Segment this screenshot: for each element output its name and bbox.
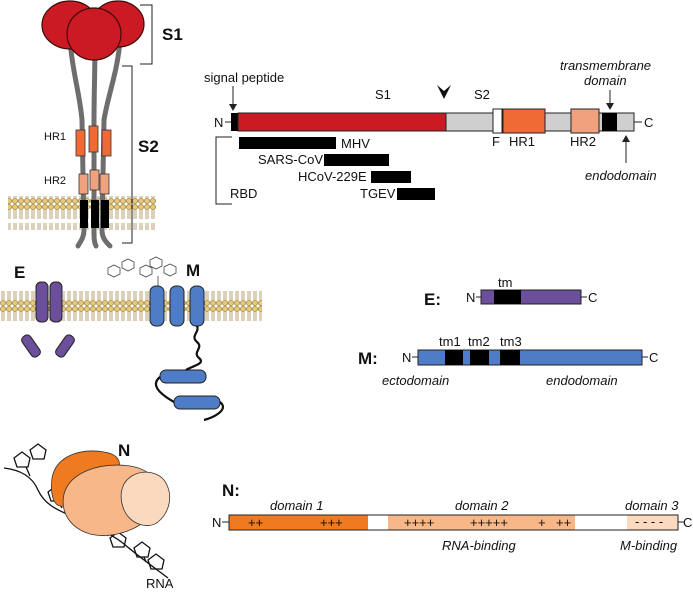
spike-hr1-helices	[75, 125, 112, 157]
cleavage-site-arrowhead	[437, 85, 451, 99]
m-diagram-label: M:	[358, 349, 378, 368]
m-glycans	[107, 256, 177, 286]
n-c-terminus: C	[683, 515, 692, 530]
rna-label: RNA	[146, 576, 174, 591]
spike-endodomain-label: endodomain	[585, 168, 657, 183]
m-n-terminus: N	[402, 350, 411, 365]
m-tm2-block	[470, 350, 489, 365]
spike-diagram-s2-label: S2	[474, 87, 490, 102]
n-charges-d2c: +	[538, 515, 546, 530]
m-endodomain-label: endodomain	[546, 373, 618, 388]
spike-signal-peptide-block	[231, 113, 238, 131]
n-domain2-block	[388, 515, 575, 530]
rbd-bracket	[215, 136, 232, 205]
spike-hr2-domain	[570, 108, 600, 134]
n-charges-d1a: ++	[248, 515, 263, 530]
spike-signal-peptide-label: signal peptide	[204, 70, 284, 85]
n-charges-d3: - - - -	[635, 514, 663, 529]
spike-stalk	[67, 37, 123, 249]
n-domain1-label: domain 1	[270, 498, 323, 513]
rbd-mhv-bar	[239, 137, 336, 149]
m-protein-coil	[154, 325, 224, 422]
m-tm1-block	[445, 350, 463, 365]
n-domain3-block	[627, 515, 678, 530]
n-protein-structure	[51, 450, 171, 536]
m-tm3-label: tm3	[500, 334, 522, 349]
m-protein-label: M	[186, 261, 200, 280]
spike-tm-domain	[602, 113, 617, 131]
spike-tm-segments	[80, 200, 109, 228]
e-c-terminus: C	[588, 290, 597, 305]
n-domain2-label: domain 2	[455, 498, 509, 513]
n-n-terminus: N	[212, 515, 221, 530]
spike-domain-diagram: N C signal peptide S1 S2 F HR1 HR2 trans…	[204, 58, 657, 205]
e-diagram-label: E:	[424, 290, 441, 309]
m-domain-diagram: M: N C tm1 tm2 tm3 ectodomain endodomain	[358, 334, 658, 388]
rbd-sars-label: SARS-CoV	[258, 152, 323, 167]
m-ectodomain-label: ectodomain	[382, 373, 449, 388]
e-protein-label: E	[14, 263, 25, 282]
n-diagram-label: N:	[222, 481, 240, 500]
m-tm3-block	[500, 350, 520, 365]
spike-fusion-peptide	[492, 108, 503, 134]
n-rna-binding-label: RNA-binding	[442, 538, 516, 553]
e-domain-diagram: E: N C tm	[424, 275, 597, 309]
m-tm2-label: tm2	[468, 334, 490, 349]
spike-c-terminus: C	[644, 115, 653, 130]
n-m-binding-label: M-binding	[620, 538, 678, 553]
rbd-mhv-label: MHV	[341, 136, 370, 151]
spike-diagram-hr1-label: HR1	[509, 134, 535, 149]
rbd-sars-bar	[324, 154, 389, 166]
n-charges-d1b: +++	[320, 515, 343, 530]
n-domain-diagram: N: N C domain 1 domain 2 domain 3 ++ +++…	[212, 481, 692, 553]
spike-s1-head	[41, 0, 145, 61]
n-charges-d2b: +++++	[470, 515, 508, 530]
spike-f-label: F	[492, 134, 500, 149]
transmembrane-label: transmembrane	[560, 58, 651, 73]
rbd-229e-label: HCoV-229E	[298, 169, 367, 184]
e-n-terminus: N	[466, 290, 475, 305]
e-tm-block	[494, 290, 521, 304]
transmembrane-label-line2: domain	[584, 73, 627, 88]
spike-brackets	[122, 4, 153, 244]
n-domain1-block	[229, 515, 368, 530]
m-c-terminus: C	[649, 350, 658, 365]
n-charges-d2d: ++	[556, 515, 571, 530]
rbd-229e-bar	[371, 171, 411, 183]
n-protein-label: N	[118, 441, 130, 460]
spike-diagram-s1-label: S1	[375, 87, 391, 102]
spike-s2-label: S2	[138, 137, 159, 156]
rbd-tgev-bar	[397, 188, 435, 200]
n-linker-2	[575, 515, 627, 530]
spike-s1-domain	[237, 112, 447, 132]
e-tm-label: tm	[498, 275, 512, 290]
spike-hr1-label: HR1	[44, 131, 66, 143]
m-tm1-label: tm1	[439, 334, 461, 349]
rbd-tgev-label: TGEV	[360, 186, 396, 201]
m-protein-helices	[149, 285, 221, 410]
spike-s1-label: S1	[162, 25, 183, 44]
n-domain3-label: domain 3	[625, 498, 679, 513]
rbd-label: RBD	[230, 186, 257, 201]
n-charges-d2a: ++++	[404, 515, 434, 530]
e-protein-helices	[21, 281, 75, 358]
spike-diagram-hr2-label: HR2	[570, 134, 596, 149]
spike-hr2-helices	[78, 169, 110, 195]
spike-n-terminus: N	[214, 115, 223, 130]
spike-hr1-domain	[502, 108, 546, 134]
spike-hr2-label: HR2	[44, 175, 66, 187]
n-linker-1	[368, 515, 388, 530]
